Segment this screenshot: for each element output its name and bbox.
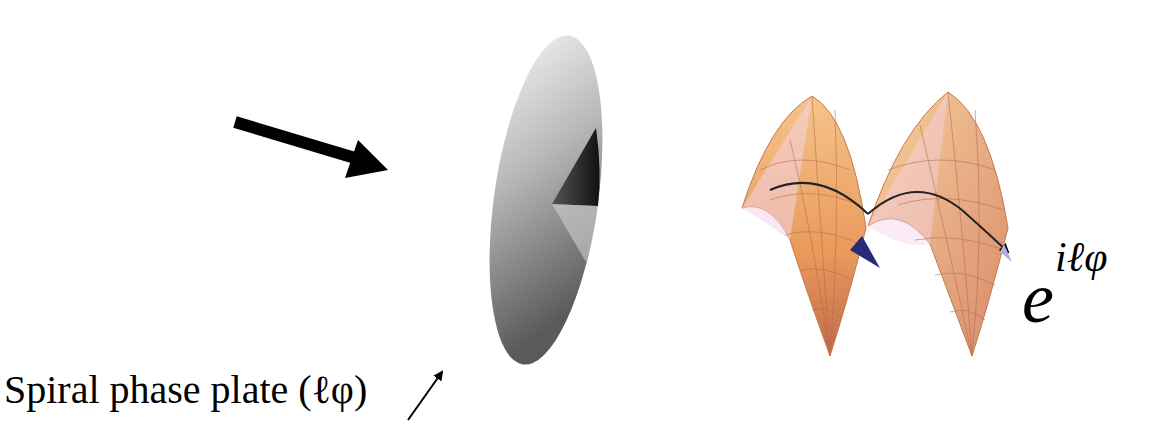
formula-base: e xyxy=(1022,262,1054,334)
helical-wavefront xyxy=(742,92,1012,356)
spiral-phase-plate xyxy=(471,28,620,371)
beam-arrow xyxy=(235,122,388,178)
leader-arrow xyxy=(408,372,442,420)
formula-exponent: iℓφ xyxy=(1055,236,1107,278)
part-label: Spiral phase plate (ℓφ) xyxy=(4,370,367,410)
